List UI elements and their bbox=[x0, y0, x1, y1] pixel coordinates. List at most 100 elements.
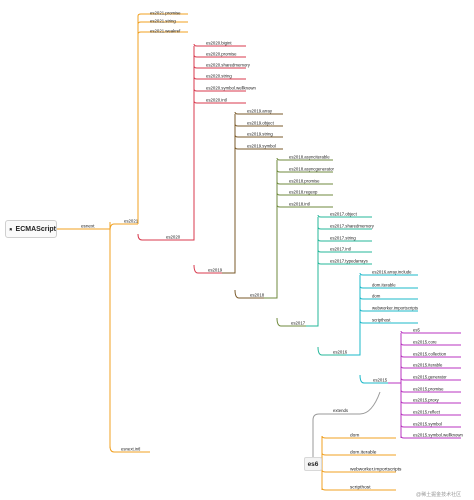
edge-es2021-string bbox=[137, 21, 188, 25]
node-edge-es2018-asynciterable bbox=[276, 157, 333, 161]
node-edge-es2016-array-include bbox=[359, 272, 418, 276]
node-es2019-object[interactable]: es2019.object bbox=[247, 121, 275, 126]
node-es2019-symbol[interactable]: es2019.symbol bbox=[247, 144, 276, 149]
node-edge-es2015-symbol bbox=[400, 424, 461, 428]
node-edge-es2015-symbol-wellknown bbox=[400, 435, 461, 439]
trunk-es2017 bbox=[306, 217, 319, 327]
node-edge-es2015-promise bbox=[400, 389, 461, 393]
es6-edge-dom bbox=[321, 435, 396, 439]
node-es2015-reflect[interactable]: es2015.reflect bbox=[413, 410, 441, 415]
node-es2017-typedarrays[interactable]: es2017.typedarrays bbox=[330, 259, 368, 264]
node-es2020-bigint[interactable]: es2020.bigint bbox=[206, 41, 232, 46]
node-edge-es2017-object bbox=[317, 214, 372, 218]
node-es2020-intl[interactable]: es2020.intl bbox=[206, 98, 227, 103]
node-scripthost[interactable]: scripthost bbox=[372, 318, 391, 323]
es6-label: es6 bbox=[307, 460, 319, 468]
node-es2016-array-include[interactable]: es2016.array.include bbox=[372, 270, 412, 275]
node-es2017-string[interactable]: es2017.string bbox=[330, 236, 356, 241]
node-webworker-importscripts[interactable]: webworker.importscripts bbox=[372, 306, 418, 311]
node-es2021-string[interactable]: es2021.string bbox=[150, 19, 176, 24]
root-label: ECMAScript bbox=[15, 225, 56, 233]
node-es2020-symbol-wellknown[interactable]: es2020.symbol.wellknown bbox=[206, 86, 257, 91]
node-es2018-promise[interactable]: es2018.promise bbox=[289, 179, 320, 184]
node-es2019-string[interactable]: es2019.string bbox=[247, 132, 273, 137]
node-edge-es2018-regexp bbox=[276, 192, 333, 196]
node-edge-es2015-generator bbox=[400, 377, 461, 381]
node-es2018-asynciterable[interactable]: es2018.asynciterable bbox=[289, 155, 330, 160]
node-es2019[interactable]: es2019 bbox=[208, 268, 223, 273]
node-es2015-symbol[interactable]: es2015.symbol bbox=[413, 422, 442, 427]
node-es2018[interactable]: es2018 bbox=[250, 293, 265, 298]
node-es2021[interactable]: es2021 bbox=[124, 219, 139, 224]
edge-es2017 bbox=[276, 317, 306, 327]
node-es2015[interactable]: es2015 bbox=[373, 378, 388, 383]
node-es2017-intl[interactable]: es2017.intl bbox=[330, 247, 351, 252]
node-es2020[interactable]: es2020 bbox=[166, 235, 181, 240]
node-es2015-promise[interactable]: es2015.promise bbox=[413, 387, 444, 392]
node-edge-es2020-intl bbox=[193, 100, 246, 104]
edge-es2016 bbox=[317, 346, 346, 356]
es6-scripthost[interactable]: scripthost bbox=[350, 485, 371, 491]
node-es2021-weakref[interactable]: es2021.weakref bbox=[150, 29, 181, 34]
es6-edge-webworker-importscripts bbox=[321, 469, 396, 473]
node-esnext-intl[interactable]: esnext.intl bbox=[121, 447, 140, 452]
node-edge-es2019-symbol bbox=[234, 146, 283, 150]
node-es2020-string[interactable]: es2020.string bbox=[206, 74, 232, 79]
node-edge-es2020-sharedmemory bbox=[193, 65, 246, 69]
edge-es2019 bbox=[193, 264, 222, 274]
node-labels: esnext esnext.intl es2021 es2021.promise es2… bbox=[81, 11, 464, 491]
node-edge-es2017-string bbox=[317, 238, 372, 242]
es6-edge-dom-iterable bbox=[321, 452, 396, 456]
node-dom[interactable]: dom bbox=[372, 294, 381, 299]
node-edge-es2015-core bbox=[400, 342, 461, 346]
node-es2021-promise[interactable]: es2021.promise bbox=[150, 11, 181, 16]
node-es2019-array[interactable]: es2019.array bbox=[247, 109, 273, 114]
node-edge-scripthost bbox=[359, 320, 418, 324]
node-es5[interactable]: es5 bbox=[413, 328, 421, 333]
es6-webworker-importscripts[interactable]: webworker.importscripts bbox=[350, 467, 402, 473]
node-es2015-proxy[interactable]: es2015.proxy bbox=[413, 398, 440, 403]
node-es2018-asyncgenerator[interactable]: es2018.asyncgenerator bbox=[289, 167, 334, 172]
node-es2020-sharedmemory[interactable]: es2020.sharedmemory bbox=[206, 63, 251, 68]
node-es2016[interactable]: es2016 bbox=[333, 350, 348, 355]
node-edge-es2019-object bbox=[234, 123, 283, 127]
node-extends-label[interactable]: extends bbox=[333, 408, 348, 413]
node-edge-webworker-importscripts bbox=[359, 308, 418, 312]
node-dom-iterable[interactable]: dom.iterable bbox=[372, 283, 396, 288]
root-node-ecmascript[interactable]: ECMAScript bbox=[5, 220, 57, 238]
node-es2017-object[interactable]: es2017.object bbox=[330, 212, 358, 217]
edge-es2018 bbox=[234, 289, 264, 299]
node-edge-es2017-intl bbox=[317, 249, 372, 253]
connector-lines bbox=[57, 13, 461, 491]
node-edge-es2018-asyncgenerator bbox=[276, 169, 333, 173]
node-edge-es5 bbox=[400, 330, 461, 334]
es6-dom-iterable[interactable]: dom.iterable bbox=[350, 450, 377, 456]
node-es2015-collection[interactable]: es2015.collection bbox=[413, 352, 447, 357]
edge-es2015 bbox=[359, 374, 388, 384]
node-es2018-regexp[interactable]: es2018.regexp bbox=[289, 190, 318, 195]
node-es2015-generator[interactable]: es2015.generator bbox=[413, 375, 447, 380]
es6-edge-scripthost bbox=[321, 487, 396, 491]
node-es2017-sharedmemory[interactable]: es2017.sharedmemory bbox=[330, 224, 375, 229]
edge-es2021-weakref bbox=[137, 31, 188, 35]
trunk-es2019 bbox=[222, 114, 236, 274]
node-es2015-iterable[interactable]: es2015.iterable bbox=[413, 363, 443, 368]
watermark: @稀土掘金技术社区 bbox=[416, 492, 462, 498]
node-edge-es2015-iterable bbox=[400, 365, 461, 369]
node-esnext[interactable]: esnext bbox=[81, 224, 95, 229]
node-edge-es2020-promise bbox=[193, 54, 246, 58]
node-es2018-intl[interactable]: es2018.intl bbox=[289, 202, 310, 207]
edge-es2021 bbox=[109, 223, 138, 232]
node-edge-dom-iterable bbox=[359, 285, 418, 289]
node-edge-es2017-typedarrays bbox=[317, 261, 372, 265]
node-edge-es2015-proxy bbox=[400, 400, 461, 404]
node-edge-es2018-intl bbox=[276, 204, 333, 208]
es6-node[interactable]: es6 bbox=[304, 457, 322, 471]
es6-dom[interactable]: dom bbox=[350, 433, 359, 439]
node-es2015-symbol-wellknown[interactable]: es2015.symbol.wellknown bbox=[413, 433, 464, 438]
node-es2017[interactable]: es2017 bbox=[291, 321, 306, 326]
node-es2015-core[interactable]: es2015.core bbox=[413, 340, 437, 345]
bookmark-icon bbox=[9, 227, 12, 231]
node-edge-es2015-collection bbox=[400, 354, 461, 358]
node-es2020-promise[interactable]: es2020.promise bbox=[206, 52, 237, 57]
